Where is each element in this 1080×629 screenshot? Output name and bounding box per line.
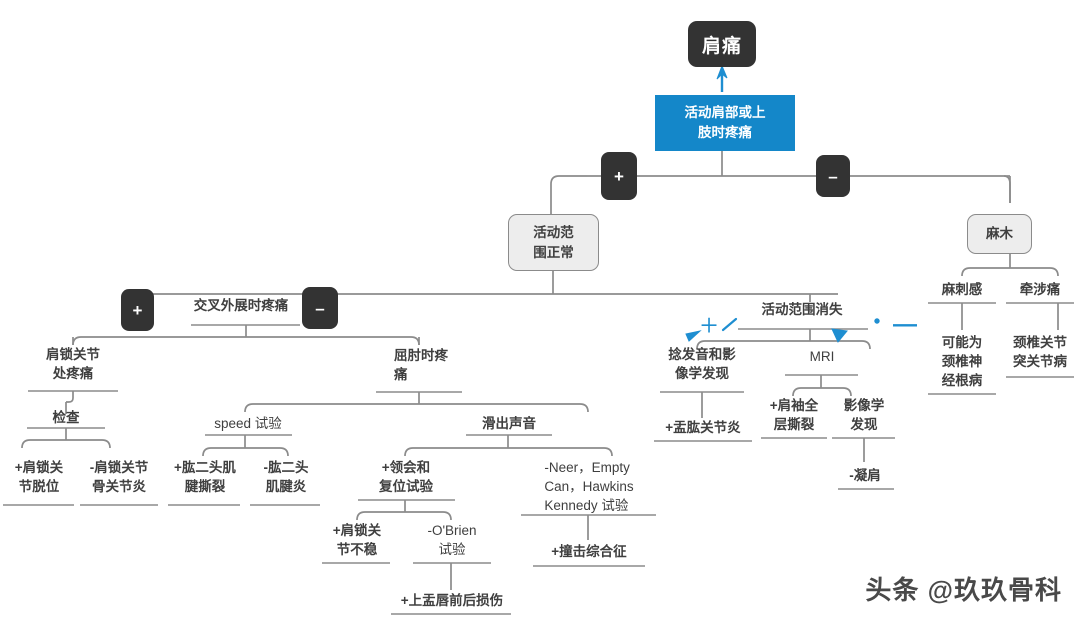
badge-level2-minus-label: – xyxy=(315,298,325,318)
node-biceps-tendinitis[interactable]: -肱二头 肌腱炎 xyxy=(248,458,324,496)
node-slap-lesion-label: +上盂唇前后损伤 xyxy=(400,593,504,608)
node-slap-lesion[interactable]: +上盂唇前后损伤 xyxy=(390,591,514,610)
node-ac-joint-pain[interactable]: 肩锁关节 处疼痛 xyxy=(18,345,128,383)
annotation-plus-label: + xyxy=(699,307,719,343)
node-tingling-label: 麻刺感 xyxy=(941,282,983,297)
node-ac-joint-pain-label: 肩锁关节 处疼痛 xyxy=(46,347,100,382)
node-numbness-label: 麻木 xyxy=(986,226,1013,242)
node-ac-osteoarthritis[interactable]: -肩锁关节 骨关节炎 xyxy=(76,458,162,496)
watermark: 头条 @玖玖骨科 xyxy=(865,570,1062,607)
node-crepitus-imaging-label: 捻发音和影 像学发现 xyxy=(668,347,736,382)
node-frozen-shoulder-label: -凝肩 xyxy=(849,468,881,483)
node-ac-dislocation-label: +肩锁关 节脱位 xyxy=(14,460,64,495)
node-imaging-findings[interactable]: 影像学 发现 xyxy=(833,396,895,434)
badge-level1-plus[interactable]: + xyxy=(601,152,637,200)
node-ac-instability-label: +肩锁关 节不稳 xyxy=(332,523,382,558)
node-biceps-tendinitis-label: -肱二头 肌腱炎 xyxy=(263,460,309,495)
badge-level2-plus-label: + xyxy=(132,300,143,320)
node-cervical-facet-label: 颈椎关节 突关节病 xyxy=(1013,335,1067,370)
badge-level2-minus[interactable]: – xyxy=(302,287,338,329)
node-rom-lost[interactable]: 活动范围消失 xyxy=(736,300,868,319)
node-cross-adduction-label: 交叉外展时疼痛 xyxy=(193,298,289,313)
blue-up-arrow xyxy=(716,64,728,92)
node-cervical-radiculopathy[interactable]: 可能为 颈椎神 经根病 xyxy=(928,333,996,390)
node-frozen-shoulder[interactable]: -凝肩 xyxy=(836,466,894,485)
node-full-thickness-tear-label: +肩袖全 层撕裂 xyxy=(769,398,819,433)
node-mri[interactable]: MRI xyxy=(791,347,853,366)
annotation-minus-label: — xyxy=(893,311,917,338)
node-cervical-radiculopathy-label: 可能为 颈椎神 经根病 xyxy=(941,335,983,389)
badge-level1-minus-label: – xyxy=(828,166,838,186)
node-mri-label: MRI xyxy=(809,349,835,364)
node-referred-pain-label: 牵涉痛 xyxy=(1019,282,1061,297)
node-ac-osteoarthritis-label: -肩锁关节 骨关节炎 xyxy=(89,460,149,495)
node-slipping-sound-label: 滑出声音 xyxy=(482,416,536,431)
node-cervical-facet[interactable]: 颈椎关节 突关节病 xyxy=(1002,333,1078,371)
node-neer-empty-can-label: -Neer，Empty Can，Hawkins Kennedy 试验 xyxy=(544,460,634,514)
node-biceps-tendon-tear[interactable]: +肱二头肌 腱撕裂 xyxy=(164,458,246,496)
node-rom-normal[interactable]: 活动范 围正常 xyxy=(508,214,599,271)
node-shoulder-pain-label: 肩痛 xyxy=(701,35,742,57)
node-pain-on-movement-label: 活动肩部或上 肢时疼痛 xyxy=(684,104,766,140)
node-crepitus-imaging[interactable]: 捻发音和影 像学发现 xyxy=(655,345,749,383)
node-pain-on-movement[interactable]: 活动肩部或上 肢时疼痛 xyxy=(655,95,795,151)
annotation-plus: + xyxy=(692,305,726,345)
node-numbness[interactable]: 麻木 xyxy=(967,214,1032,254)
node-glenohumeral-arthritis[interactable]: +盂肱关节炎 xyxy=(652,418,754,437)
badge-level2-plus[interactable]: + xyxy=(121,289,154,331)
node-rom-normal-label: 活动范 围正常 xyxy=(533,224,574,260)
watermark-text: 头条 @玖玖骨科 xyxy=(865,575,1062,605)
node-apprehension-relocation-label: +领会和 复位试验 xyxy=(379,460,433,495)
node-rom-lost-label: 活动范围消失 xyxy=(761,302,843,317)
node-slipping-sound[interactable]: 滑出声音 xyxy=(463,414,555,433)
node-apprehension-relocation[interactable]: +领会和 复位试验 xyxy=(356,458,456,496)
node-imaging-findings-label: 影像学 发现 xyxy=(843,398,885,433)
node-examination-label: 检查 xyxy=(52,410,80,425)
node-tingling[interactable]: 麻刺感 xyxy=(928,280,996,299)
node-obrien-test-label: -O'Brien 试验 xyxy=(427,523,477,558)
node-full-thickness-tear[interactable]: +肩袖全 层撕裂 xyxy=(758,396,830,434)
node-biceps-tendon-tear-label: +肱二头肌 腱撕裂 xyxy=(174,460,236,495)
node-examination[interactable]: 检查 xyxy=(26,408,106,427)
node-elbow-flexion-pain[interactable]: 屈肘时疼 痛 xyxy=(376,346,466,384)
node-referred-pain[interactable]: 牵涉痛 xyxy=(1006,280,1074,299)
badge-level1-plus-label: + xyxy=(614,166,624,186)
node-speed-test-label: speed 试验 xyxy=(214,416,282,431)
node-impingement-syndrome[interactable]: +撞击综合征 xyxy=(531,542,647,561)
node-neer-empty-can[interactable]: -Neer，Empty Can，Hawkins Kennedy 试验 xyxy=(520,458,658,515)
node-cross-adduction[interactable]: 交叉外展时疼痛 xyxy=(176,296,306,315)
node-ac-dislocation[interactable]: +肩锁关 节脱位 xyxy=(0,458,78,496)
node-impingement-syndrome-label: +撞击综合征 xyxy=(551,544,627,559)
node-ac-instability[interactable]: +肩锁关 节不稳 xyxy=(318,521,396,559)
node-elbow-flexion-pain-label: 屈肘时疼 痛 xyxy=(394,348,448,383)
node-shoulder-pain[interactable]: 肩痛 xyxy=(688,21,756,67)
node-glenohumeral-arthritis-label: +盂肱关节炎 xyxy=(665,420,741,435)
node-speed-test[interactable]: speed 试验 xyxy=(200,414,296,433)
annotation-minus: — xyxy=(888,310,922,340)
node-obrien-test[interactable]: -O'Brien 试验 xyxy=(410,521,494,559)
badge-level1-minus[interactable]: – xyxy=(816,155,850,197)
